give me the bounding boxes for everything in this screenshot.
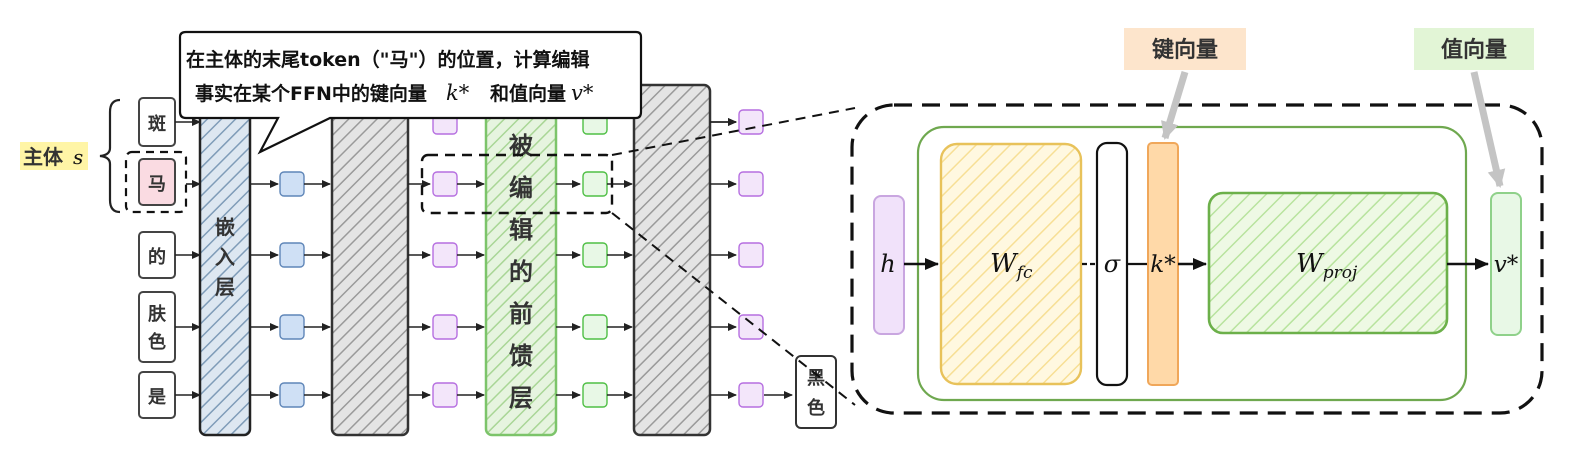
svg-text:层: 层 [509, 384, 533, 412]
transformer-layer-1 [330, 93, 410, 437]
key-tag [1124, 28, 1246, 70]
svg-text:的: 的 [509, 258, 533, 286]
svg-text:馈: 馈 [509, 342, 533, 370]
hidden-green-3 [582, 242, 608, 268]
brace-icon [99, 98, 121, 214]
hidden-out-3 [738, 242, 764, 268]
embedding-label-1: 嵌 [215, 215, 235, 239]
subject-highlight [20, 142, 88, 170]
hidden-out-4 [738, 314, 764, 340]
token-3: 的 [148, 246, 166, 268]
callout-key: k* [446, 81, 470, 105]
activation-label: σ [1104, 250, 1121, 278]
output-token-box [795, 355, 837, 429]
ffn-detail-frame [850, 103, 1544, 415]
svg-text:辑: 辑 [509, 216, 533, 244]
key-tag-label: 键向量 [1152, 37, 1218, 63]
value-vector-label: v* [1494, 252, 1519, 278]
zoom-region [420, 153, 614, 215]
token-1: 斑 [148, 114, 166, 135]
embedding-label-2: 入 [215, 245, 235, 269]
key-tag-arrow [1161, 70, 1189, 140]
callout-value: v* [571, 81, 594, 105]
value-vector [1490, 192, 1522, 336]
hidden-purple-3 [432, 242, 458, 268]
key-vector-label: k* [1150, 252, 1176, 278]
svg-text:前: 前 [509, 300, 533, 328]
value-tag [1414, 28, 1534, 70]
callout-line2-mid: 和值向量 [490, 82, 566, 105]
token-2: 马 [148, 174, 166, 195]
output-token-2: 色 [807, 397, 825, 419]
hidden-blue-2 [279, 171, 305, 197]
input-h-label: h [880, 250, 895, 278]
hidden-purple-2 [432, 171, 458, 197]
fc-weight-label: Wfc [990, 249, 1033, 283]
zoom-line-top [611, 107, 856, 156]
fc-weight-block [939, 142, 1083, 386]
token-4a: 肤 [148, 304, 167, 325]
hidden-blue-3 [279, 242, 305, 268]
hidden-out-1 [738, 109, 764, 135]
value-tag-label: 值向量 [1441, 37, 1507, 63]
edited-layer-label: 被 编 辑 的 前 馈 层 [509, 132, 533, 412]
hidden-purple-5 [432, 382, 458, 408]
hidden-blue-5 [279, 382, 305, 408]
value-tag-arrow [1470, 71, 1506, 188]
hidden-purple-4 [432, 314, 458, 340]
callout-line1: 在主体的末尾token（"马"）的位置，计算编辑 [186, 48, 589, 71]
callout-line2-prefix: 事实在某个FFN中的键向量 [195, 82, 427, 105]
token-box-2 [138, 158, 176, 206]
token-arrows [175, 118, 201, 399]
callout-bubble [178, 30, 643, 155]
hidden-out-2 [738, 171, 764, 197]
embedding-label-3: 层 [215, 275, 235, 299]
token-5: 是 [147, 387, 166, 408]
hidden-green-5 [582, 382, 608, 408]
zoom-line-bottom [611, 212, 856, 406]
hidden-green-2 [582, 171, 608, 197]
hidden-green-4 [582, 314, 608, 340]
svg-text:编: 编 [509, 174, 533, 202]
hidden-blue-4 [279, 314, 305, 340]
subject-label: 主体 [23, 145, 64, 169]
hidden-out-5 [738, 382, 764, 408]
output-token-1: 黑 [807, 368, 825, 389]
token-4b: 色 [148, 331, 166, 353]
subject-symbol: s [73, 145, 83, 169]
